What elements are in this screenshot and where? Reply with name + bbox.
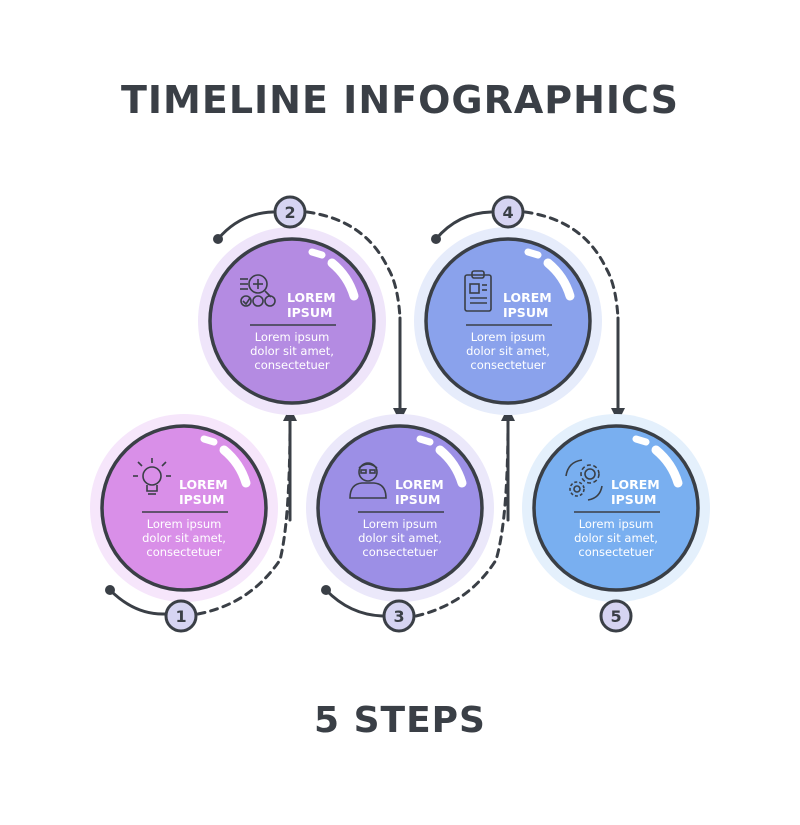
arrowheads	[283, 407, 625, 422]
step-4-gloss	[543, 258, 575, 301]
number-badges: 1 2 3 4 5	[164, 195, 633, 633]
step-3-heading-line1: LOREM	[395, 477, 444, 492]
step-1-gloss	[219, 445, 251, 488]
step-1-number: 1	[175, 607, 186, 626]
step-1-badge: 1	[164, 599, 198, 633]
step-4-dashed-arc	[523, 210, 620, 320]
step-2-text-line1: Lorem ipsum	[255, 330, 330, 344]
step-3-number: 3	[393, 607, 404, 626]
step-3-start-dot	[321, 585, 331, 595]
gears-icon	[565, 459, 603, 501]
step-3-text-line1: Lorem ipsum	[363, 517, 438, 531]
step-5-badge: 5	[599, 599, 633, 633]
step-4-heading-line1: LOREM	[503, 290, 552, 305]
step-4-gloss-dot	[524, 248, 542, 259]
step-5-number: 5	[610, 607, 621, 626]
step-3-circle	[316, 424, 484, 592]
step-2-start-dot	[213, 234, 223, 244]
step-1-start-dot	[105, 585, 115, 595]
step-1-circle	[100, 424, 268, 592]
step-5-text-line2: dolor sit amet,	[574, 531, 658, 545]
step-2-text-line2: dolor sit amet,	[250, 344, 334, 358]
step-3-gloss-dot	[416, 435, 434, 446]
step-4-number: 4	[502, 203, 513, 222]
step-4: LOREM IPSUM Lorem ipsum dolor sit amet, …	[414, 227, 602, 415]
magnifier-checklist-icon	[240, 274, 276, 307]
step-2-gloss-dot	[308, 248, 326, 259]
step-5-gloss	[651, 445, 683, 488]
step-2-circle	[208, 237, 376, 405]
step-4-circle	[424, 237, 592, 405]
step-2-text-line3: consectetuer	[254, 358, 329, 372]
step-2-number: 2	[284, 203, 295, 222]
step-2-entry-arc	[216, 210, 275, 241]
step-1-entry-arc	[108, 588, 167, 616]
step-2-dashed-arc	[305, 210, 402, 320]
subtitle: 5 STEPS	[314, 700, 486, 741]
step-1-text-line3: consectetuer	[146, 545, 221, 559]
step-2-gloss	[327, 258, 359, 301]
step-5-text-line1: Lorem ipsum	[579, 517, 654, 531]
step-1-heading-line1: LOREM	[179, 477, 228, 492]
step-5-text-line3: consectetuer	[578, 545, 653, 559]
step-1-gloss-dot	[200, 435, 218, 446]
step-4-badge: 4	[491, 195, 525, 229]
step-4-heading-line2: IPSUM	[503, 305, 548, 320]
entry-dots	[105, 234, 441, 595]
step-5-circle	[532, 424, 700, 592]
step-3-gloss	[435, 445, 467, 488]
step-3-heading-line2: IPSUM	[395, 492, 440, 507]
step-5: LOREM IPSUM Lorem ipsum dolor sit amet, …	[522, 414, 710, 602]
step-1-heading-line2: IPSUM	[179, 492, 224, 507]
step-3-badge: 3	[382, 599, 416, 633]
step-3-text-line3: consectetuer	[362, 545, 437, 559]
person-icon	[349, 462, 387, 499]
step-4-text-line3: consectetuer	[470, 358, 545, 372]
step-1-text-line2: dolor sit amet,	[142, 531, 226, 545]
step-3-entry-arc	[324, 588, 385, 618]
step-5-heading-line2: IPSUM	[611, 492, 656, 507]
step-3: LOREM IPSUM Lorem ipsum dolor sit amet, …	[306, 414, 494, 602]
connectors	[108, 210, 620, 618]
step-2: LOREM IPSUM Lorem ipsum dolor sit amet, …	[198, 227, 386, 415]
step-1: LOREM IPSUM Lorem ipsum dolor sit amet, …	[90, 414, 278, 602]
step-4-start-dot	[431, 234, 441, 244]
step-5-gloss-dot	[632, 435, 650, 446]
step-5-heading-line1: LOREM	[611, 477, 660, 492]
step-2-badge: 2	[273, 195, 307, 229]
step-2-heading-line1: LOREM	[287, 290, 336, 305]
step-2-heading-line2: IPSUM	[287, 305, 332, 320]
lightbulb-icon	[133, 458, 171, 495]
step-4-text-line2: dolor sit amet,	[466, 344, 550, 358]
step-1-text-line1: Lorem ipsum	[147, 517, 222, 531]
step-4-text-line1: Lorem ipsum	[471, 330, 546, 344]
step-4-entry-arc	[434, 210, 493, 241]
step-3-text-line2: dolor sit amet,	[358, 531, 442, 545]
page-title: TIMELINE INFOGRAPHICS	[121, 78, 679, 122]
clipboard-icon	[464, 270, 492, 312]
